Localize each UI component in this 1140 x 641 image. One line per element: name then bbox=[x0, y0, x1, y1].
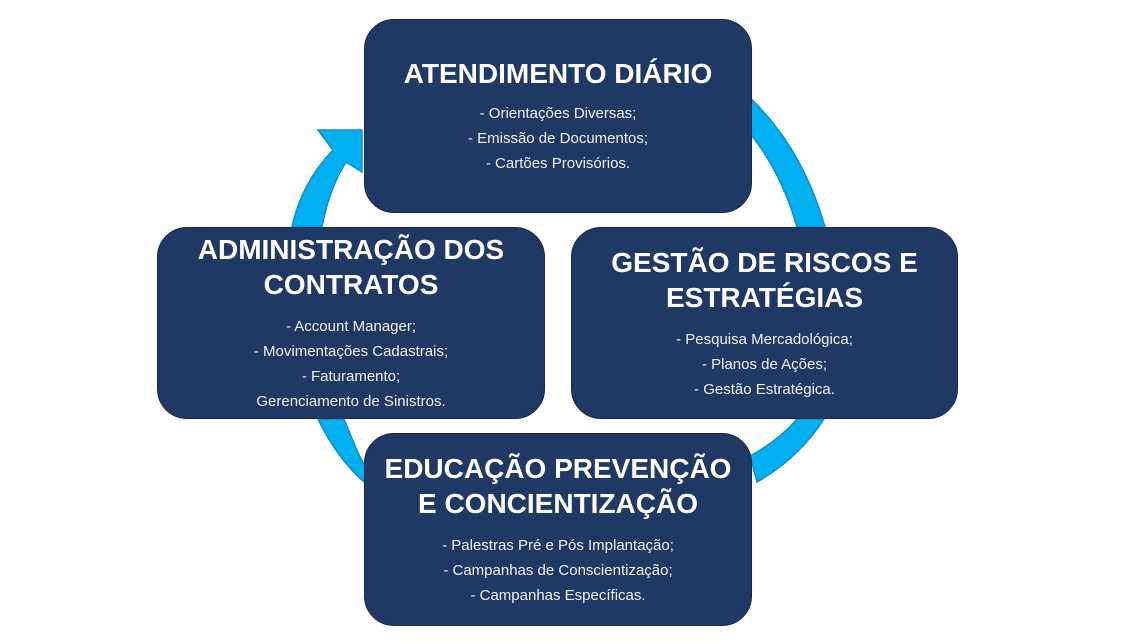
card-administracao-contratos: ADMINISTRAÇÃO DOS CONTRATOS - Account Ma… bbox=[157, 227, 545, 419]
card-item-list: - Account Manager; - Movimentações Cadas… bbox=[254, 314, 448, 414]
card-item-list: - Pesquisa Mercadológica; - Planos de Aç… bbox=[676, 327, 853, 402]
card-item: - Planos de Ações; bbox=[701, 355, 828, 373]
card-item: - Orientações Diversas; bbox=[479, 105, 637, 122]
card-item: - Campanhas de Conscientização; bbox=[443, 562, 673, 579]
card-item: - Movimentações Cadastrais; bbox=[253, 343, 449, 360]
card-title: ATENDIMENTO DIÁRIO bbox=[403, 58, 713, 89]
card-title: GESTÃO DE RISCOS E ESTRATÉGIAS bbox=[611, 246, 918, 313]
card-item-list: - Palestras Pré e Pós Implantação; - Cam… bbox=[442, 533, 674, 608]
card-item-list: - Orientações Diversas; - Emissão de Doc… bbox=[468, 101, 648, 176]
card-title: ADMINISTRAÇÃO DOS CONTRATOS bbox=[197, 234, 505, 300]
cycle-arrow-left-top bbox=[291, 129, 363, 228]
card-item: - Campanhas Específicas. bbox=[470, 587, 646, 604]
card-item: - Palestras Pré e Pós Implantação; bbox=[442, 537, 674, 554]
card-item: - Pesquisa Mercadológica; bbox=[676, 330, 853, 348]
card-item: - Cartões Provisórios. bbox=[485, 155, 631, 172]
card-title: EDUCAÇÃO PREVENÇÃO E CONCIENTIZAÇÃO bbox=[384, 453, 732, 519]
cycle-arrow-bottom-left bbox=[316, 418, 367, 484]
cycle-arrow-bottom-right bbox=[749, 418, 826, 484]
card-atendimento-diario: ATENDIMENTO DIÁRIO - Orientações Diversa… bbox=[364, 19, 752, 213]
card-gestao-de-riscos: GESTÃO DE RISCOS E ESTRATÉGIAS - Pesquis… bbox=[571, 227, 958, 419]
card-item: - Gestão Estratégica. bbox=[694, 380, 835, 398]
card-item: - Faturamento; bbox=[301, 368, 401, 385]
card-item: - Account Manager; bbox=[285, 318, 417, 335]
card-item: Gerenciamento de Sinistros. bbox=[256, 393, 446, 410]
card-item: - Emissão de Documentos; bbox=[467, 130, 649, 147]
card-educacao-prevencao: EDUCAÇÃO PREVENÇÃO E CONCIENTIZAÇÃO - Pa… bbox=[364, 433, 752, 626]
